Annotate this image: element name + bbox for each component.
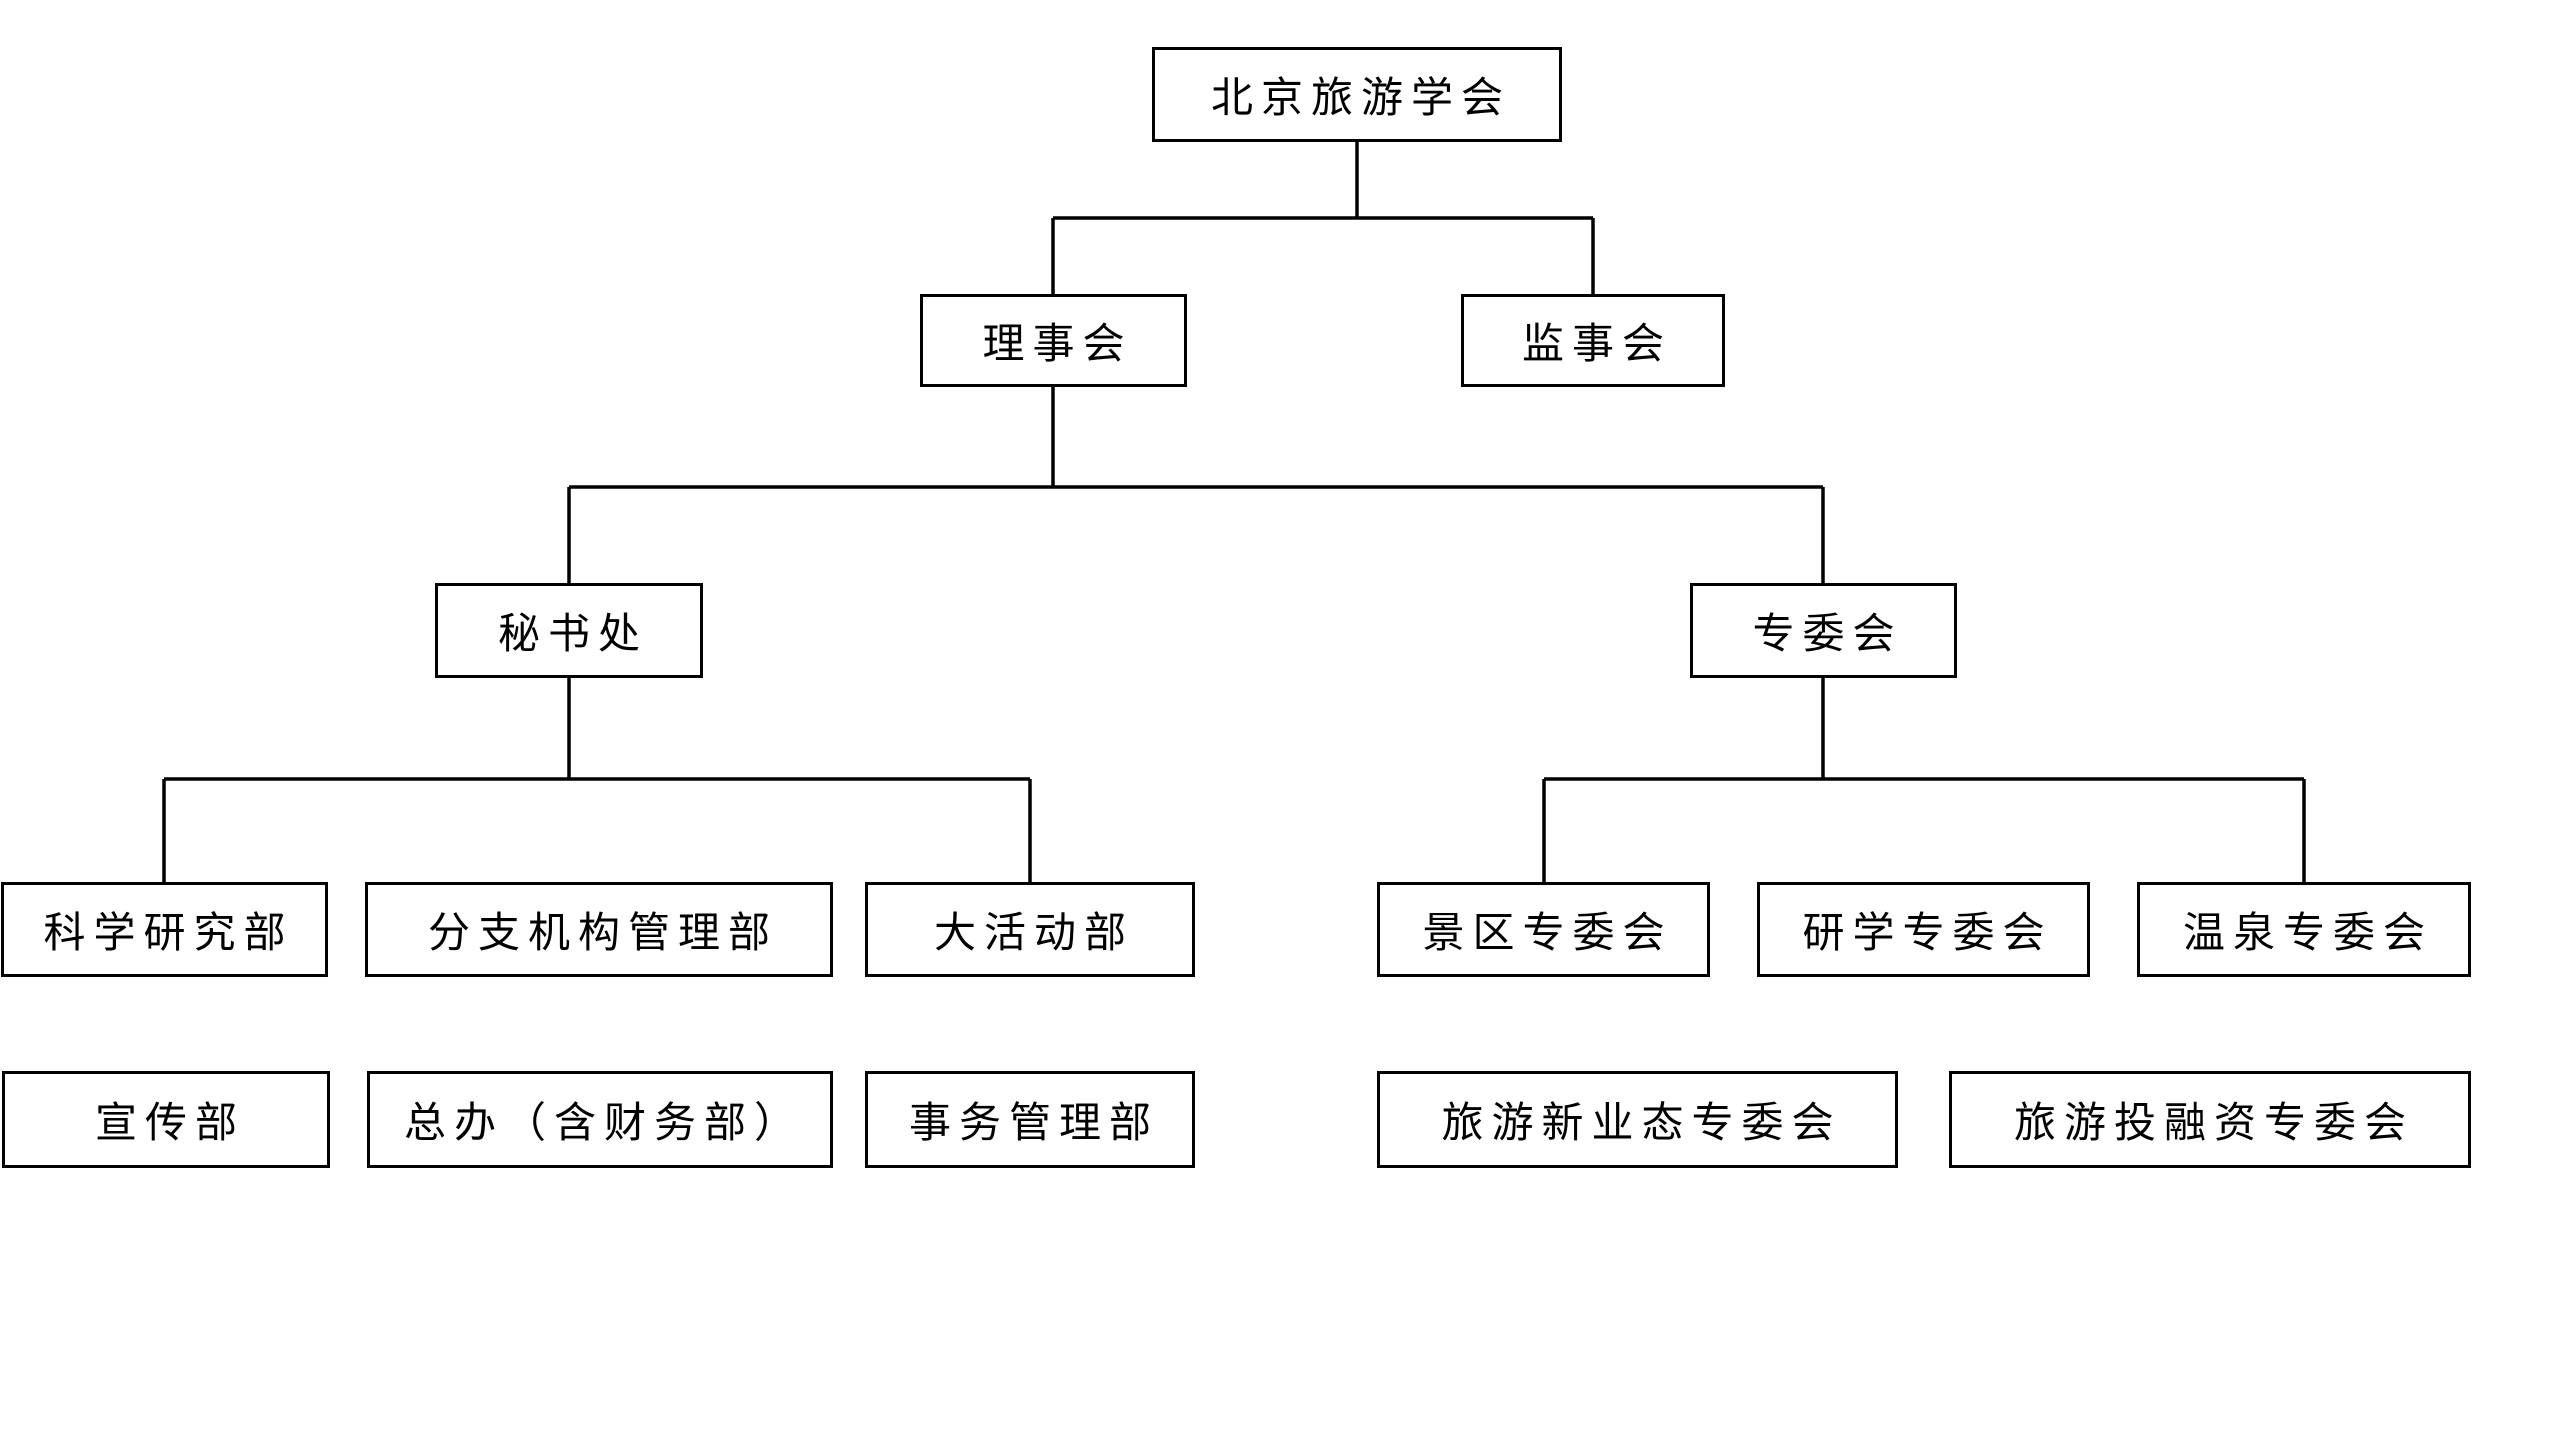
node-special-committee-label: 专委会 — [1752, 609, 1903, 658]
node-general-office: 总办（含财务部） — [367, 1071, 833, 1168]
node-hot-spring-committee: 温泉专委会 — [2137, 882, 2471, 977]
node-study-tour-committee-label: 研学专委会 — [1802, 908, 2053, 957]
node-general-office-label: 总办（含财务部） — [403, 1098, 804, 1147]
node-scenic-area-committee-label: 景区专委会 — [1422, 908, 1673, 957]
node-tourism-investment-committee: 旅游投融资专委会 — [1949, 1071, 2471, 1168]
node-new-tourism-formats-committee-label: 旅游新业态专委会 — [1441, 1098, 1842, 1147]
node-hot-spring-committee-label: 温泉专委会 — [2182, 908, 2433, 957]
node-affairs-management-dept-label: 事务管理部 — [908, 1098, 1159, 1147]
node-science-research-dept: 科学研究部 — [1, 882, 328, 977]
connector-committee-to-subcommittees — [1542, 678, 2306, 882]
node-scenic-area-committee: 景区专委会 — [1377, 882, 1710, 977]
node-secretariat-label: 秘书处 — [497, 609, 648, 658]
node-root: 北京旅游学会 — [1152, 47, 1562, 142]
node-study-tour-committee: 研学专委会 — [1757, 882, 2090, 977]
connector-root-to-level2 — [1051, 142, 1595, 294]
node-branch-management-dept-label: 分支机构管理部 — [427, 908, 778, 957]
node-council: 理事会 — [920, 294, 1187, 387]
node-root-label: 北京旅游学会 — [1210, 73, 1511, 122]
node-affairs-management-dept: 事务管理部 — [865, 1071, 1195, 1168]
node-major-events-dept-label: 大活动部 — [933, 908, 1134, 957]
node-science-research-dept-label: 科学研究部 — [43, 908, 294, 957]
node-new-tourism-formats-committee: 旅游新业态专委会 — [1377, 1071, 1898, 1168]
connector-council-to-level3 — [567, 387, 1825, 583]
node-supervisory-board-label: 监事会 — [1521, 319, 1672, 368]
node-tourism-investment-committee-label: 旅游投融资专委会 — [2013, 1098, 2414, 1147]
node-major-events-dept: 大活动部 — [865, 882, 1195, 977]
node-special-committee: 专委会 — [1690, 583, 1957, 678]
node-publicity-dept: 宣传部 — [2, 1071, 330, 1168]
node-branch-management-dept: 分支机构管理部 — [365, 882, 833, 977]
node-publicity-dept-label: 宣传部 — [94, 1098, 245, 1147]
node-secretariat: 秘书处 — [435, 583, 703, 678]
node-supervisory-board: 监事会 — [1461, 294, 1725, 387]
connector-secretariat-to-departments — [162, 678, 1032, 882]
node-council-label: 理事会 — [982, 319, 1133, 368]
